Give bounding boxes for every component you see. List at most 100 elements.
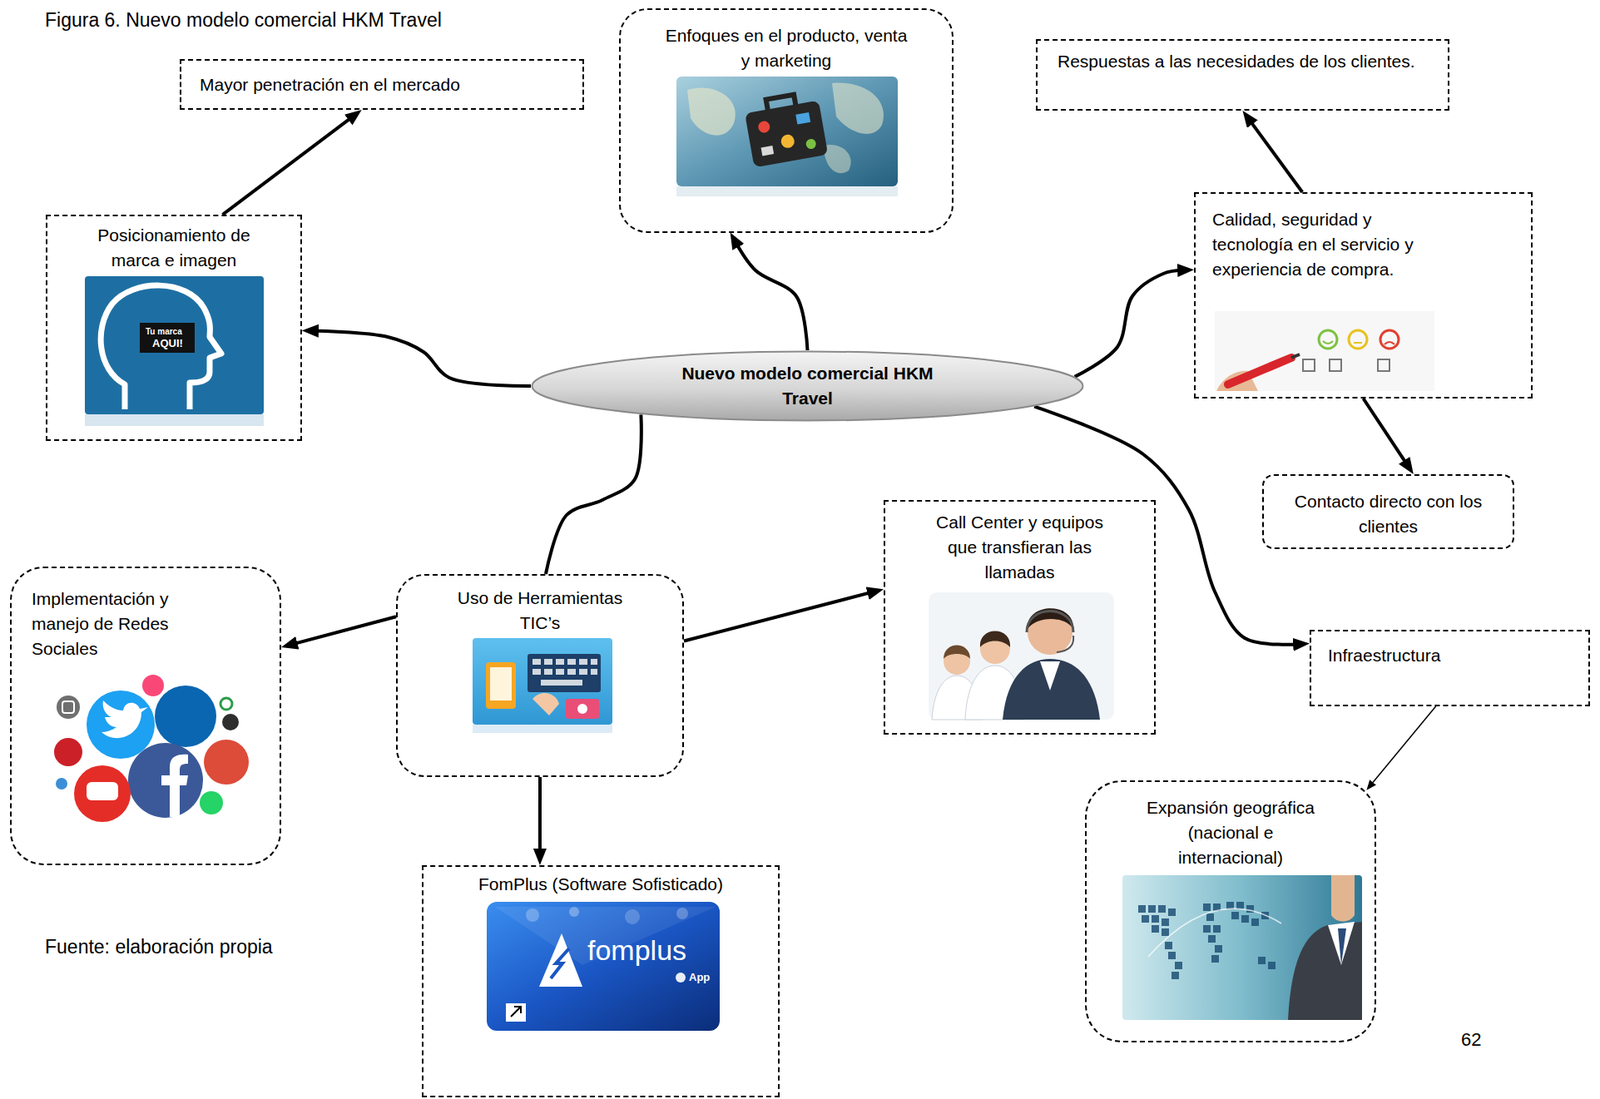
illustration-part [1002,658,1100,720]
illustration-part [505,1003,526,1022]
illustration-part [795,112,811,125]
illustration-part [54,738,83,767]
illustration-part [577,703,588,714]
logo-text: App [688,971,710,984]
illustration-part [101,700,149,739]
illustration-part [532,658,541,665]
illustration-part [1213,925,1221,933]
illustration-part [1348,330,1368,349]
illustration-part [1171,971,1179,980]
social-box: Implementación y manejo de Redes Sociale… [9,566,282,866]
sign-text: AQUI! [152,337,184,350]
software-box: FomPlus (Software Sofisticado) [421,865,780,1098]
figure-caption: Fuente: elaboración propia [44,936,273,958]
illustration-part [1331,875,1355,922]
connector-arrow [1363,398,1409,467]
illustration-part [1168,908,1176,917]
figure-title: Figura 6. Nuevo modelo comercial HKM Tra… [44,9,442,31]
social-networks-icon [54,674,249,823]
illustration-part [128,743,204,818]
connector-arrow [290,616,397,645]
illustration-part [1056,635,1074,653]
node-text: Expansión geográfica (nacional e interna… [1137,795,1325,871]
illustration-part [1151,915,1160,923]
illustration-part [1151,925,1160,933]
illustration-part [1327,921,1355,966]
node-text: Implementación y manejo de Redes Sociale… [31,586,199,662]
ellipse-shape [532,351,1084,422]
illustration-part [1291,354,1300,358]
world-expansion-icon [1122,875,1363,1021]
illustration-part [555,658,565,665]
illustration-part [1214,311,1435,392]
illustration-part [532,668,541,675]
connector-arrow [1370,706,1437,786]
illustration-part [1211,955,1219,963]
illustration-part [544,658,553,665]
illustration-part [1329,359,1342,372]
node-text: Infraestructura [1327,643,1578,669]
illustration-part [1208,935,1216,943]
illustration-part [757,119,771,134]
ict-icon [472,638,613,734]
call-center-box: Call Center y equipos que transfieran la… [883,500,1156,735]
illustration-part [1164,941,1173,950]
illustration-part [1228,357,1292,385]
illustration-part [567,668,576,675]
illustration-part [1168,951,1176,960]
page-number: 62 [1461,1030,1482,1051]
node-text: FomPlus (Software Sofisticado) [434,871,768,897]
illustration-part [56,695,80,719]
illustration-part [472,724,613,734]
node-text: Enfoques en el producto, venta y marketi… [661,23,912,74]
illustration-part [510,1006,521,1017]
illustration-part [222,713,239,731]
central-ellipse: Nuevo modelo comercial HKM Travel [530,350,1085,422]
illustration-part [1302,359,1315,372]
illustration-part [1026,611,1074,634]
illustration-part [100,285,222,410]
illustration-part [55,777,68,790]
node-text: Respuestas a las necesidades de los clie… [1057,49,1424,75]
illustration-part [1122,875,1363,1021]
illustration-part [676,76,898,187]
illustration-part [539,933,583,987]
illustration-part [74,765,131,823]
ellipse-outline [530,350,1085,422]
illustration-part [805,138,818,150]
illustration-part [1353,341,1363,344]
illustration-part [1174,961,1183,970]
illustration-part [62,701,75,714]
node-text: Calidad, seguridad y tecnología en el se… [1212,207,1454,283]
illustration-part [1161,928,1170,937]
illustration-part [1377,359,1390,372]
illustration-part [579,658,588,665]
illustration-part [590,668,598,675]
node-text: Contacto directo con los clientes [1284,489,1493,540]
call-center-icon [928,592,1115,720]
result-box: Respuestas a las necesidades de los clie… [1035,39,1450,111]
illustration-part [1161,918,1170,927]
illustration-part [199,791,223,815]
result-box: Contacto directo con los clientes [1262,474,1515,550]
illustration-part [567,658,576,665]
illustration-part [1318,330,1338,349]
illustration-part [743,90,828,168]
illustration-part [675,972,686,983]
illustration-part [1141,915,1150,923]
infrastructure-box: Infraestructura [1309,629,1591,707]
node-text: Nuevo modelo comercial HKM Travel [670,361,946,412]
suitcase-map-icon [676,76,898,197]
connector-arrow [1074,270,1185,377]
connector-arrow [538,777,542,857]
illustration-part [676,186,898,197]
illustration-part [220,698,233,710]
illustration-part [84,414,264,427]
illustration-part [687,87,736,135]
node-text: Uso de Herramientas TIC’s [444,585,636,636]
illustration-part [1203,925,1211,933]
illustration-part [485,662,516,709]
